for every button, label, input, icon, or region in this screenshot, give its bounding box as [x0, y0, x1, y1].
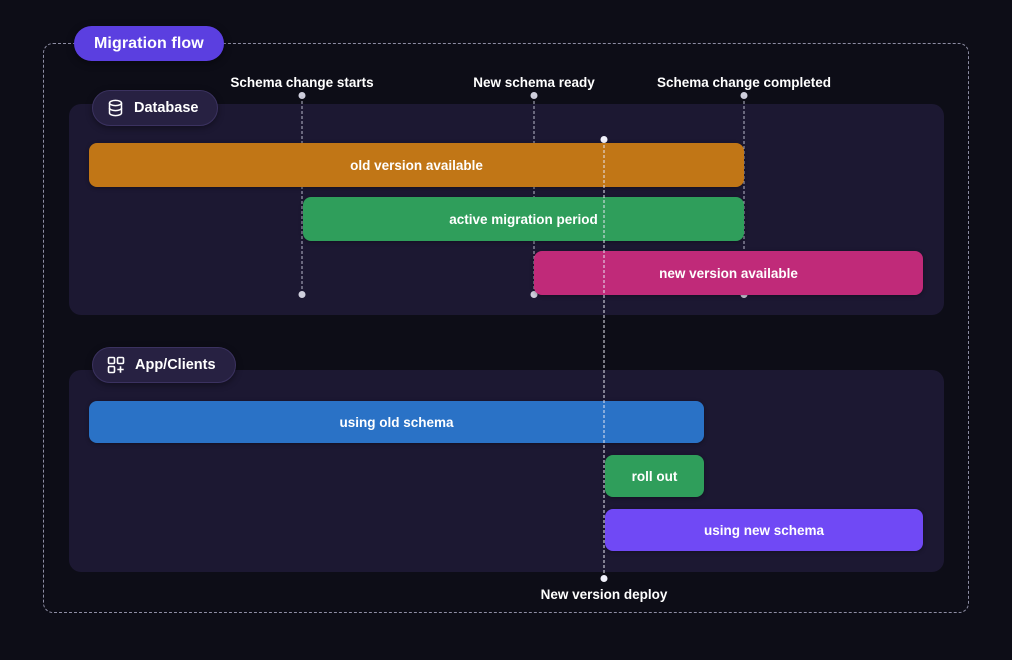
- deploy-line: [603, 140, 605, 578]
- diagram-frame: [43, 43, 969, 613]
- milestone-dot-top: [530, 92, 538, 99]
- milestone-line: [533, 96, 535, 294]
- lane-badge-app-clients-label: App/Clients: [135, 357, 216, 373]
- lane-badge-database-label: Database: [134, 100, 199, 116]
- bar-old-version-available: old version available: [89, 143, 744, 187]
- milestone-dot-top: [740, 92, 748, 99]
- diagram-title-badge: Migration flow: [74, 26, 224, 61]
- diagram-title: Migration flow: [94, 34, 204, 52]
- milestone-label-schema-change-starts: Schema change starts: [230, 75, 374, 90]
- grid-plus-icon: [107, 356, 125, 374]
- bar-label-old-version-available: old version available: [350, 157, 483, 173]
- milestone-label-new-schema-ready: New schema ready: [473, 75, 595, 90]
- milestone-line: [301, 96, 303, 294]
- milestone-dot-bottom: [298, 291, 306, 298]
- lane-badge-database: Database: [92, 90, 219, 126]
- milestone-line: [743, 96, 745, 294]
- bar-using-new-schema: using new schema: [605, 509, 923, 551]
- milestone-dot-top: [298, 92, 306, 99]
- lane-badge-app-clients: App/Clients: [92, 347, 236, 383]
- bar-new-version-available: new version available: [534, 251, 923, 295]
- milestone-dot-bottom: [530, 291, 538, 298]
- milestone-label-schema-change-completed: Schema change completed: [656, 75, 832, 90]
- bar-label-new-version-available: new version available: [659, 265, 798, 281]
- bar-label-active-migration-period: active migration period: [449, 211, 598, 227]
- bar-roll-out: roll out: [605, 455, 704, 497]
- bar-active-migration-period: active migration period: [303, 197, 744, 241]
- deploy-label: New version deploy: [540, 587, 668, 602]
- deploy-dot-bottom: [600, 575, 608, 582]
- bar-label-using-new-schema: using new schema: [703, 522, 825, 538]
- bar-label-using-old-schema: using old schema: [339, 414, 454, 430]
- bar-label-roll-out: roll out: [631, 468, 678, 484]
- bar-using-old-schema: using old schema: [89, 401, 704, 443]
- database-icon: [107, 99, 124, 117]
- deploy-dot-top: [600, 136, 608, 143]
